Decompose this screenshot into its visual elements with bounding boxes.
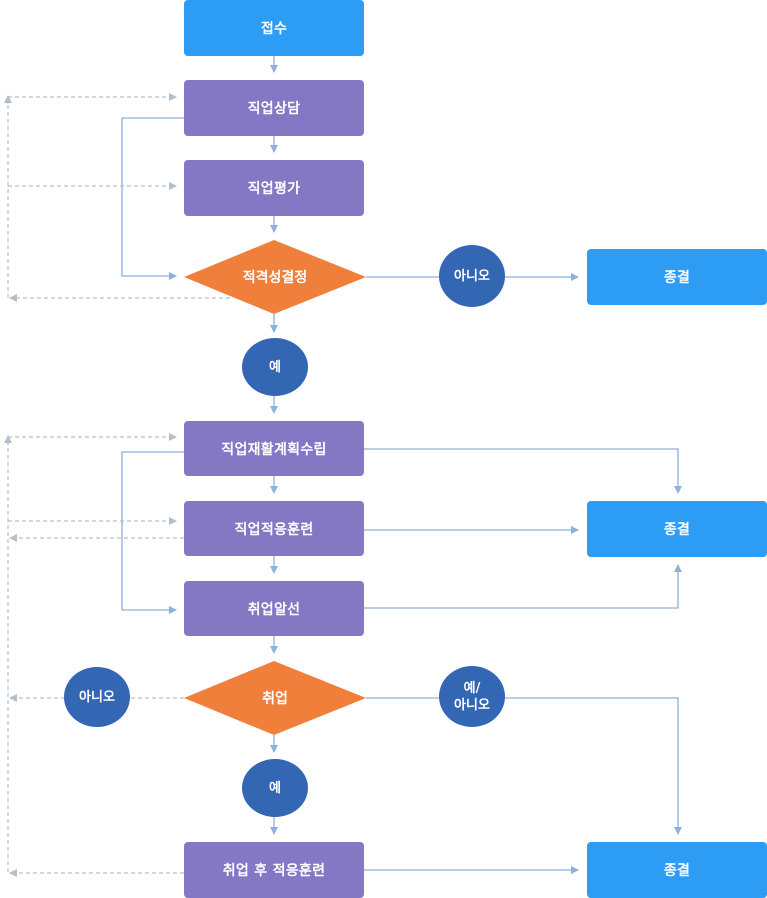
employment-diamond xyxy=(184,661,366,735)
no-oval-1: 아니오 xyxy=(439,245,505,307)
placement-box: 취업알선 xyxy=(184,581,364,636)
end-box-3: 종결 xyxy=(587,842,767,898)
post-training-box: 취업 후 적응훈련 xyxy=(184,842,364,898)
plan-box: 직업재활계획수립 xyxy=(184,421,364,476)
employment-label: 취업 xyxy=(262,691,288,707)
end-box-1: 종결 xyxy=(587,249,767,305)
counseling-box: 직업상담 xyxy=(184,80,364,136)
eligibility-label: 적격성결정 xyxy=(242,270,308,286)
no-oval-2: 아니오 xyxy=(64,667,130,727)
end-box-2: 종결 xyxy=(587,501,767,557)
adaptation-box: 직업적응훈련 xyxy=(184,501,364,556)
yes-oval-2: 예 xyxy=(242,759,308,817)
eligibility-diamond xyxy=(184,240,366,314)
evaluation-box: 직업평가 xyxy=(184,160,364,216)
yes-no-oval: 예/ 아니오 xyxy=(439,666,505,727)
yes-oval-1: 예 xyxy=(242,338,308,396)
intake-box: 접수 xyxy=(184,0,364,56)
